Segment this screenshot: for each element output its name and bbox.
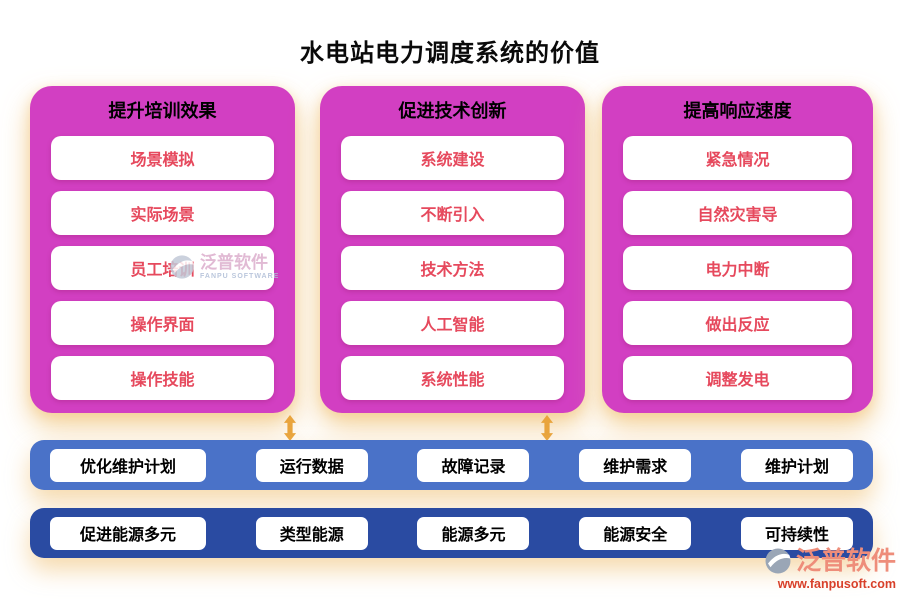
bar-node[interactable]: 能源安全 [579, 516, 692, 550]
panel-training: 提升培训效果 场景模拟 实际场景 员工培训 操作界面 操作技能 [30, 86, 295, 413]
diagram-node[interactable]: 调整发电 [623, 356, 852, 400]
diagram-node[interactable]: 系统建设 [341, 136, 564, 180]
diagram-node[interactable]: 员工培训 [51, 246, 274, 290]
fanpu-brand: 泛普软件 [795, 546, 896, 575]
diagram-node[interactable]: 不断引入 [341, 191, 564, 235]
diagram-node[interactable]: 实际场景 [51, 191, 274, 235]
fanpu-url: www.fanpusoft.com [777, 577, 896, 591]
diagram-node[interactable]: 紧急情况 [623, 136, 852, 180]
bar-node[interactable]: 运行数据 [255, 448, 368, 482]
bar-energy: 促进能源多元 类型能源 能源多元 能源安全 可持续性 [30, 508, 873, 558]
bar-node[interactable]: 维护需求 [579, 448, 692, 482]
bar-node[interactable]: 优化维护计划 [50, 448, 207, 482]
panel-header: 提高响应速度 [683, 101, 792, 121]
up-down-arrow-icon [540, 415, 554, 441]
diagram-node[interactable]: 场景模拟 [51, 136, 274, 180]
panel-header: 提升培训效果 [108, 101, 217, 121]
bar-node[interactable]: 维护计划 [740, 448, 853, 482]
panel-header: 促进技术创新 [398, 101, 507, 121]
panel-response: 提高响应速度 紧急情况 自然灾害导 电力中断 做出反应 调整发电 [602, 86, 873, 413]
bar-node[interactable]: 可持续性 [740, 516, 853, 550]
diagram-node[interactable]: 技术方法 [341, 246, 564, 290]
fanpu-logo: 泛普软件 www.fanpusoft.com [748, 546, 896, 591]
up-down-arrow-icon [283, 415, 297, 441]
bar-node[interactable]: 类型能源 [255, 516, 368, 550]
diagram-node[interactable]: 电力中断 [623, 246, 852, 290]
bar-node[interactable]: 能源多元 [417, 516, 530, 550]
diagram-node[interactable]: 人工智能 [341, 301, 564, 345]
bar-maintenance: 优化维护计划 运行数据 故障记录 维护需求 维护计划 [30, 440, 873, 490]
bar-node[interactable]: 促进能源多元 [50, 516, 207, 550]
diagram-node[interactable]: 操作技能 [51, 356, 274, 400]
page-title: 水电站电力调度系统的价值 [300, 40, 600, 67]
diagram-node[interactable]: 做出反应 [623, 301, 852, 345]
diagram-node[interactable]: 自然灾害导 [623, 191, 852, 235]
diagram-node[interactable]: 操作界面 [51, 301, 274, 345]
diagram-node[interactable]: 系统性能 [341, 356, 564, 400]
fanpu-icon [765, 548, 791, 574]
panel-innovation: 促进技术创新 系统建设 不断引入 技术方法 人工智能 系统性能 [320, 86, 585, 413]
bar-node[interactable]: 故障记录 [417, 448, 530, 482]
